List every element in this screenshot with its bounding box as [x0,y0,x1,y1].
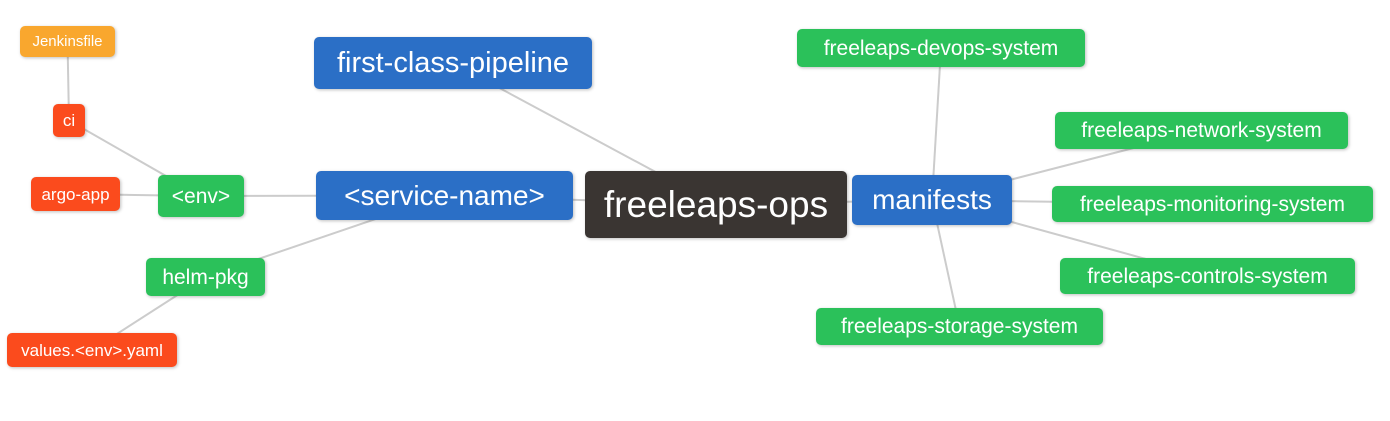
node-argo-app[interactable]: argo-app [31,177,120,211]
node-helm-pkg[interactable]: helm-pkg [146,258,265,296]
node-jenkinsfile[interactable]: Jenkinsfile [20,26,115,57]
node-freeleaps-controls-system[interactable]: freeleaps-controls-system [1060,258,1355,294]
node-freeleaps-monitoring-system[interactable]: freeleaps-monitoring-system [1052,186,1373,222]
node-freeleaps-ops[interactable]: freeleaps-ops [585,171,847,238]
edge-line [931,47,942,201]
node-service-name[interactable]: <service-name> [316,171,573,220]
node-freeleaps-storage-system[interactable]: freeleaps-storage-system [816,308,1103,345]
node-manifests[interactable]: manifests [852,175,1012,225]
node-freeleaps-devops-system[interactable]: freeleaps-devops-system [797,29,1085,67]
node-env[interactable]: <env> [158,175,244,217]
node-freeleaps-network-system[interactable]: freeleaps-network-system [1055,112,1348,149]
node-first-class-pipeline[interactable]: first-class-pipeline [314,37,592,89]
node-ci[interactable]: ci [53,104,85,137]
node-values-env-yaml[interactable]: values.<env>.yaml [7,333,177,367]
